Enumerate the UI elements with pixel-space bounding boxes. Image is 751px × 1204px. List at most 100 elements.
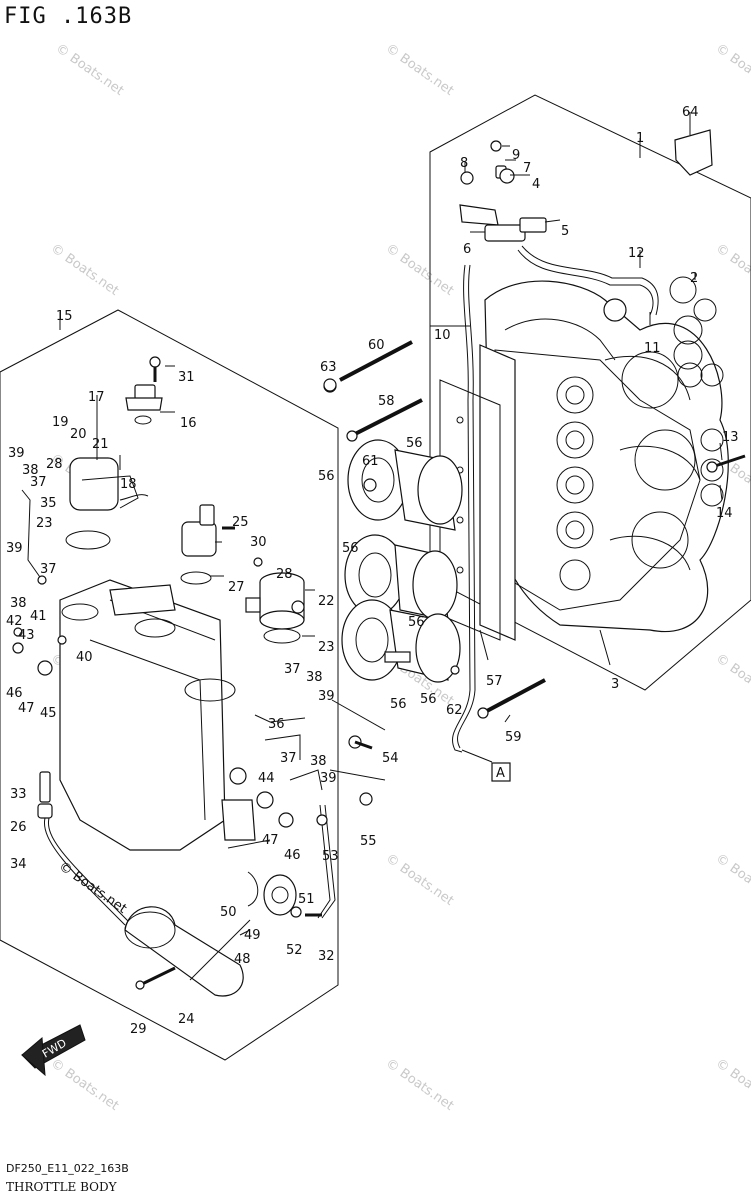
callout-32: 32 — [318, 949, 335, 964]
callout-8: 8 — [460, 156, 468, 171]
callout-47: 47 — [18, 701, 35, 716]
callout-27: 27 — [228, 580, 245, 595]
callout-39: 39 — [318, 689, 335, 704]
watermark: © Boats.net — [383, 41, 457, 99]
callout-39: 39 — [6, 541, 23, 556]
callout-39: 39 — [8, 446, 25, 461]
callout-53: 53 — [322, 849, 339, 864]
callout-46: 46 — [284, 848, 301, 863]
callout-28: 28 — [276, 567, 293, 582]
callout-43: 43 — [18, 628, 35, 643]
callout-1: 1 — [636, 131, 644, 146]
callout-40: 40 — [76, 650, 93, 665]
callout-56: 56 — [390, 697, 407, 712]
callout-36: 36 — [268, 717, 285, 732]
watermark-inline: © Boats.net — [56, 859, 130, 917]
callout-45: 45 — [40, 706, 57, 721]
callout-30: 30 — [250, 535, 267, 550]
callout-54: 54 — [382, 751, 399, 766]
watermark: © Boats.net — [713, 1056, 751, 1114]
watermark: © Boats.net — [383, 851, 457, 909]
callout-37: 37 — [280, 751, 297, 766]
watermark: © Boats.net — [713, 41, 751, 99]
callout-58: 58 — [378, 394, 395, 409]
callout-2: 2 — [690, 271, 698, 286]
callout-56: 56 — [318, 469, 335, 484]
callout-23: 23 — [318, 640, 335, 655]
reference-box-label: A — [496, 766, 505, 781]
callout-24: 24 — [178, 1012, 195, 1027]
callout-28: 28 — [46, 457, 63, 472]
callout-56: 56 — [408, 615, 425, 630]
callout-55: 55 — [360, 834, 377, 849]
callout-38: 38 — [22, 463, 39, 478]
callout-61: 61 — [362, 454, 379, 469]
callout-56: 56 — [420, 692, 437, 707]
throttle-assembly-frame — [0, 309, 339, 1061]
callout-57: 57 — [486, 674, 503, 689]
callout-48: 48 — [234, 952, 251, 967]
callout-18: 18 — [120, 477, 137, 492]
callout-59: 59 — [505, 730, 522, 745]
callout-46: 46 — [6, 686, 23, 701]
callout-60: 60 — [368, 338, 385, 353]
watermark: © Boats.net — [48, 1056, 122, 1114]
figure-title: FIG .163B — [4, 4, 133, 29]
callout-56: 56 — [406, 436, 423, 451]
callout-31: 31 — [178, 370, 195, 385]
callout-42: 42 — [6, 614, 23, 629]
callout-23: 23 — [36, 516, 53, 531]
figure-code: DF250_E11_022_163B — [6, 1162, 129, 1175]
callout-33: 33 — [10, 787, 27, 802]
callout-22: 22 — [318, 594, 335, 609]
throttle-housing-drawing: FWD — [12, 356, 373, 1077]
watermark: © Boats.net — [713, 851, 751, 909]
callout-19: 19 — [52, 415, 69, 430]
callout-5: 5 — [561, 224, 569, 239]
callout-25: 25 — [232, 515, 249, 530]
callout-9: 9 — [512, 148, 520, 163]
callout-62: 62 — [446, 703, 463, 718]
callout-4: 4 — [532, 177, 540, 192]
callout-37: 37 — [30, 475, 47, 490]
callout-26: 26 — [10, 820, 27, 835]
callout-64: 64 — [682, 105, 699, 120]
callout-34: 34 — [10, 857, 27, 872]
watermark: © Boats.net — [713, 241, 751, 299]
callout-38: 38 — [310, 754, 327, 769]
figure-caption: THROTTLE BODY — [6, 1180, 117, 1194]
callout-20: 20 — [70, 427, 87, 442]
callout-44: 44 — [258, 771, 275, 786]
watermark: © Boats.net — [383, 1056, 457, 1114]
callout-41: 41 — [30, 609, 47, 624]
callout-50: 50 — [220, 905, 237, 920]
callout-labels: 1234567891011121314151617181920212223232… — [6, 105, 739, 1037]
watermark: © Boats.net — [383, 241, 457, 299]
callout-3: 3 — [611, 677, 619, 692]
callout-15: 15 — [56, 309, 73, 324]
callout-38: 38 — [10, 596, 27, 611]
watermark: © Boats.net — [53, 41, 127, 99]
callout-13: 13 — [722, 430, 739, 445]
callout-51: 51 — [298, 892, 315, 907]
leader-lines — [59, 112, 723, 981]
callout-37: 37 — [40, 562, 57, 577]
watermark: © Boats.net — [713, 651, 751, 709]
callout-35: 35 — [40, 496, 57, 511]
callout-7: 7 — [523, 161, 531, 176]
watermark: © Boats.net — [48, 241, 122, 299]
callout-14: 14 — [716, 506, 733, 521]
callout-49: 49 — [244, 928, 261, 943]
callout-52: 52 — [286, 943, 303, 958]
callout-56: 56 — [342, 541, 359, 556]
intake-manifold-drawing: A — [323, 129, 746, 782]
callout-38: 38 — [306, 670, 323, 685]
callout-16: 16 — [180, 416, 197, 431]
callout-37: 37 — [284, 662, 301, 677]
callout-17: 17 — [88, 390, 105, 405]
callout-6: 6 — [463, 242, 471, 257]
callout-63: 63 — [320, 360, 337, 375]
callout-21: 21 — [92, 437, 109, 452]
